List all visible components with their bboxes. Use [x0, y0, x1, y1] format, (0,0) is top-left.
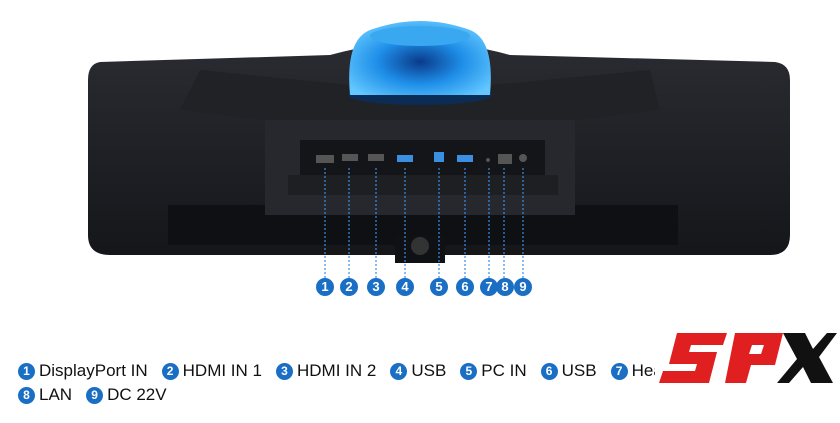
callout-5: 5 — [430, 278, 448, 296]
callout-4: 4 — [396, 278, 414, 296]
legend-label: DisplayPort IN — [39, 361, 148, 380]
legend-label: PC IN — [481, 361, 527, 380]
legend-label: HDMI IN 1 — [182, 361, 262, 380]
legend-label: LAN — [39, 385, 73, 404]
legend-label: USB — [411, 361, 447, 380]
callout-9: 9 — [514, 278, 532, 296]
callout-3: 3 — [367, 278, 385, 296]
legend-number: 2 — [161, 362, 179, 380]
spx-logo — [655, 325, 840, 400]
legend-number: 4 — [390, 362, 408, 380]
legend-label: DC 22V — [107, 385, 167, 404]
callout-7: 7 — [480, 278, 498, 296]
legend-number: 6 — [540, 362, 558, 380]
legend-number: 9 — [86, 386, 104, 404]
callout-1: 1 — [316, 278, 334, 296]
legend-number: 8 — [18, 386, 35, 404]
callout-8: 8 — [496, 278, 514, 296]
callout-6: 6 — [456, 278, 474, 296]
callout-2: 2 — [340, 278, 358, 296]
legend-number: 1 — [18, 362, 35, 380]
legend-number: 3 — [275, 362, 293, 380]
legend-label: USB — [561, 361, 597, 380]
legend-number: 5 — [460, 362, 478, 380]
legend-number: 7 — [610, 362, 628, 380]
legend-label: HDMI IN 2 — [296, 361, 377, 380]
